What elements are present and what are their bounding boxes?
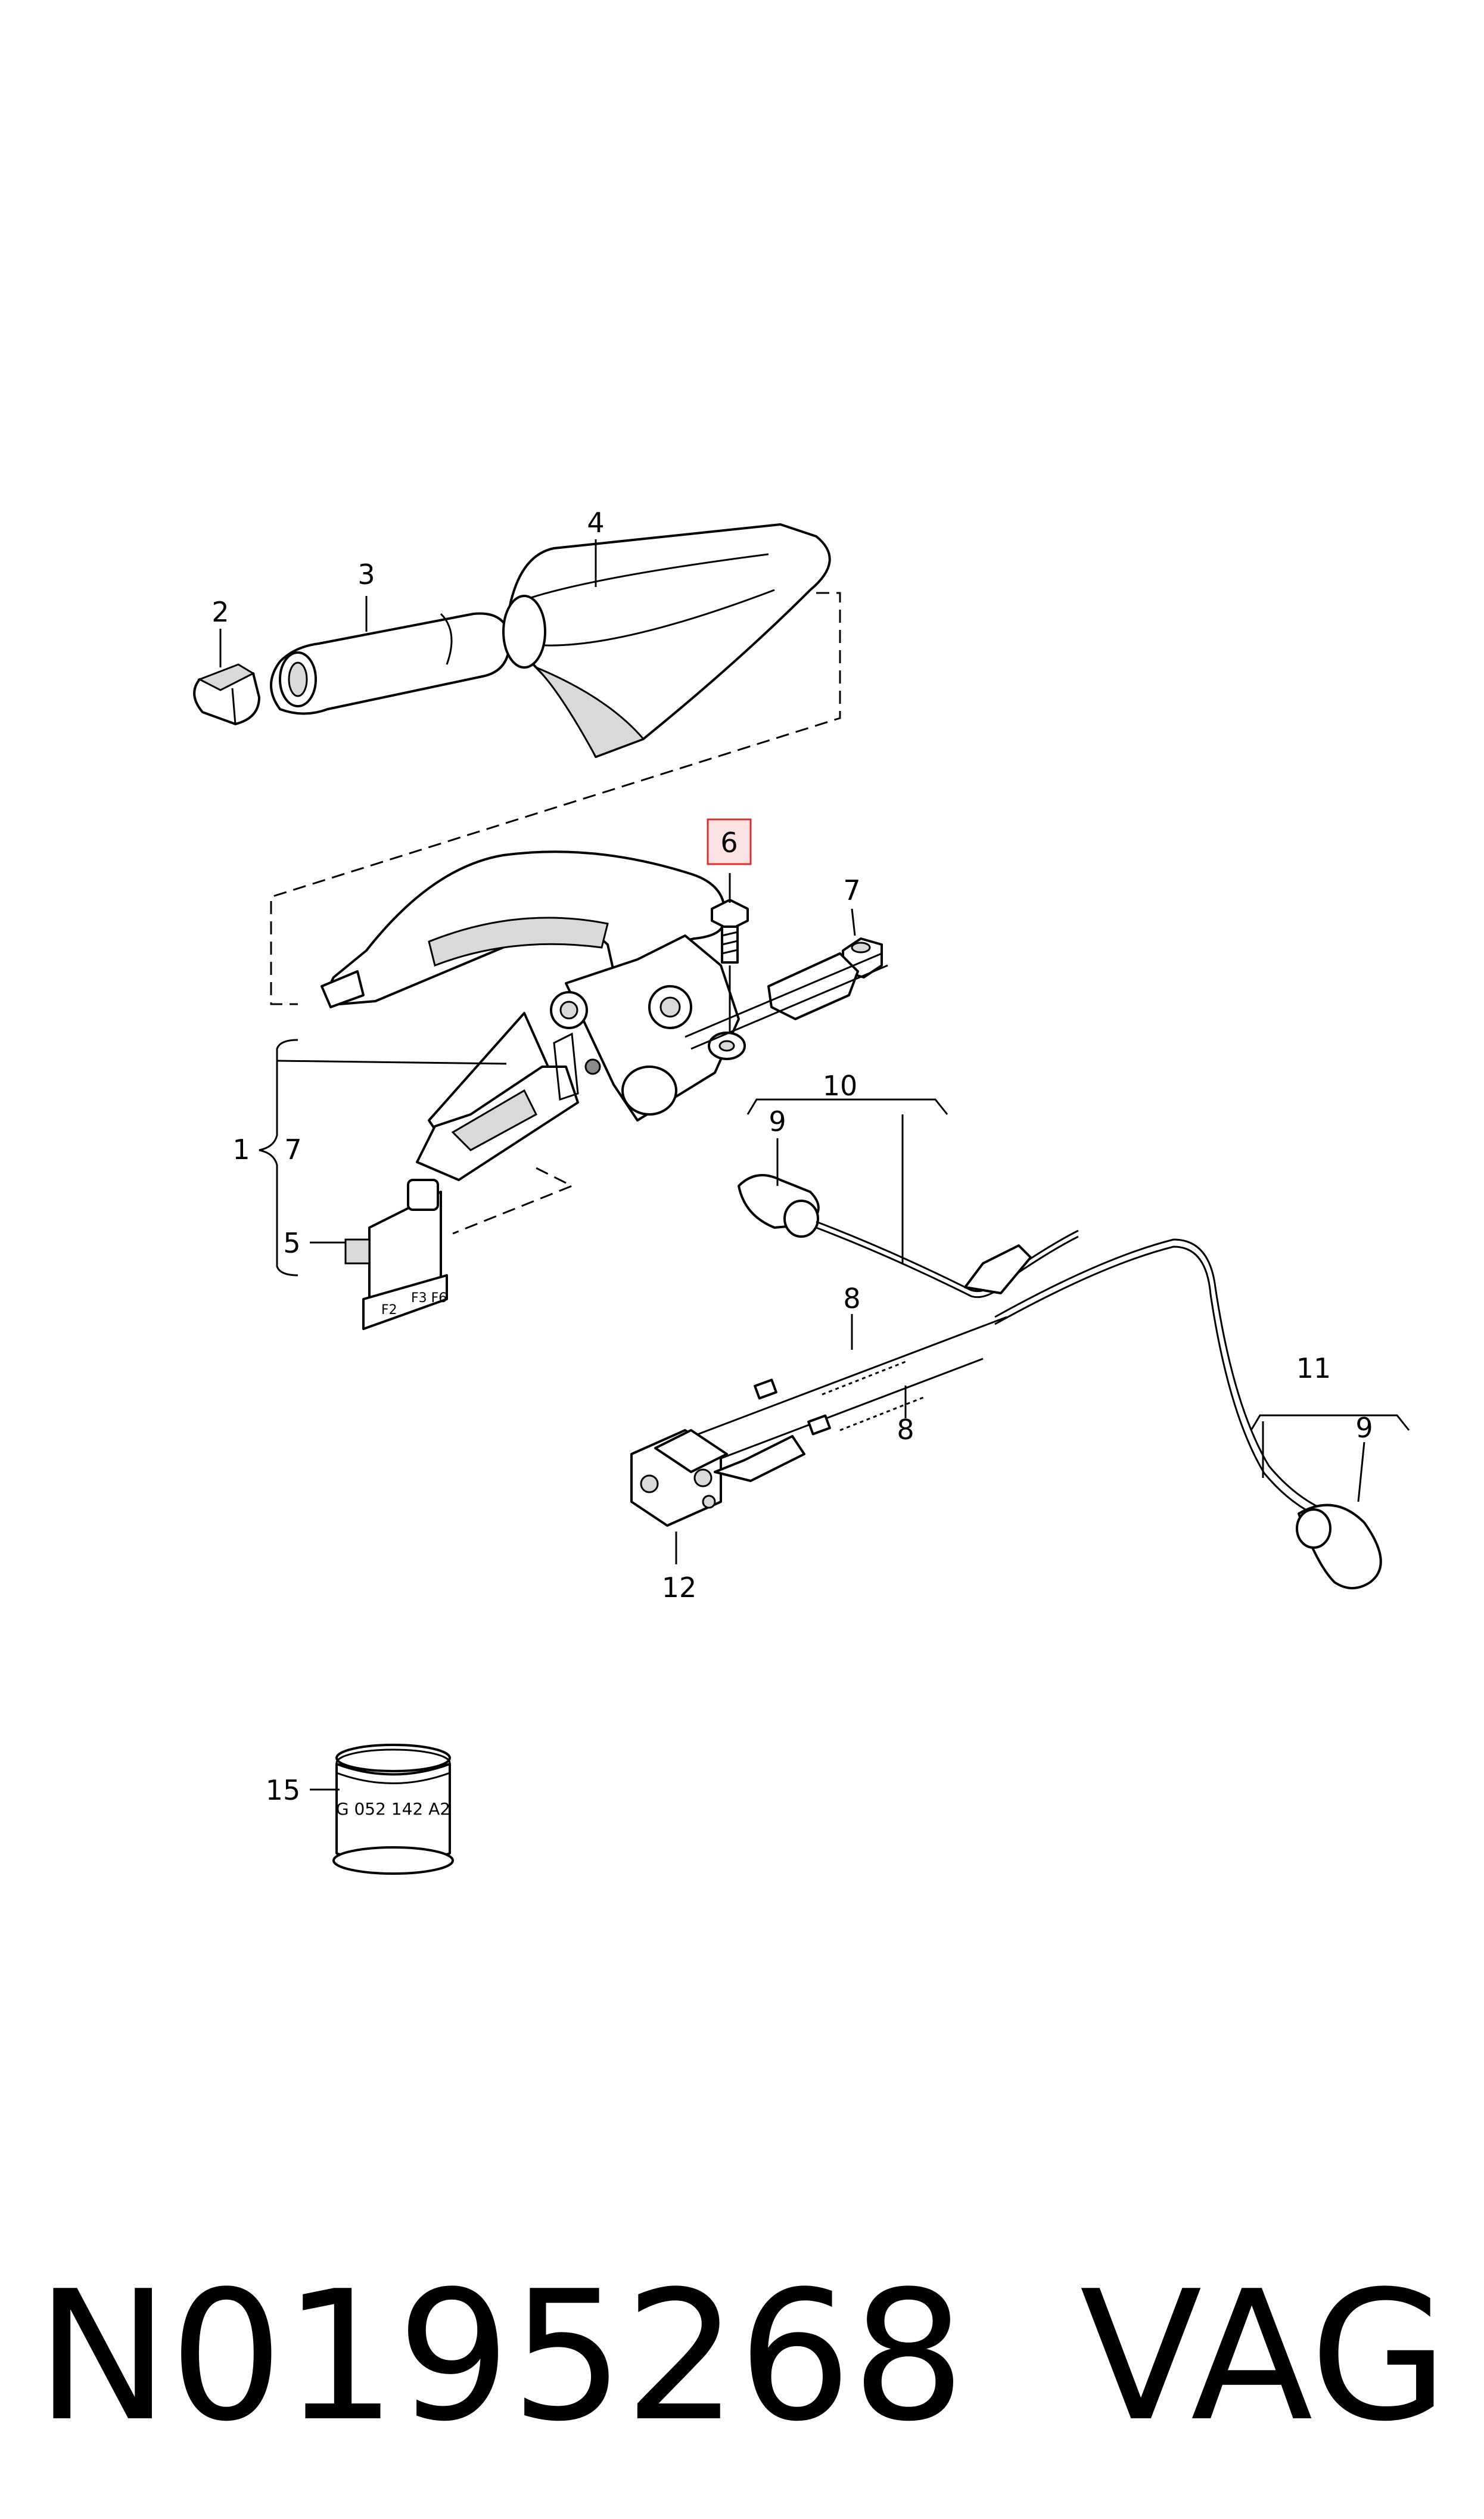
callout-7-nut[interactable]: 7 bbox=[843, 874, 860, 906]
callout-5[interactable]: 5 bbox=[283, 1227, 300, 1259]
cable-guide-housing bbox=[630, 1429, 805, 1527]
callout-3[interactable]: 3 bbox=[357, 558, 375, 591]
inner-brake-cables bbox=[661, 1316, 1007, 1473]
bolt-part-6 bbox=[711, 899, 749, 964]
callout-7-bracket[interactable]: 7 bbox=[284, 1133, 301, 1166]
part-number: N0195268 bbox=[36, 2253, 966, 2461]
callout-labels: 2 3 4 6 7 10 9 1 7 5 8 8 11 9 12 15 bbox=[211, 507, 1373, 1806]
switch-marking-f2: F2 bbox=[381, 1303, 397, 1318]
end-cap-part bbox=[193, 663, 260, 725]
cable-equalizer-bracket bbox=[685, 952, 888, 1050]
leader-lines bbox=[219, 539, 1410, 1791]
lever-boot-part bbox=[502, 523, 831, 758]
callout-8-upper[interactable]: 8 bbox=[843, 1282, 860, 1315]
washer-part bbox=[708, 1032, 746, 1060]
callout-2[interactable]: 2 bbox=[211, 596, 229, 628]
rear-brake-cable-right bbox=[994, 1238, 1382, 1589]
callout-9-left[interactable]: 9 bbox=[769, 1105, 786, 1138]
callout-12[interactable]: 12 bbox=[662, 1571, 697, 1604]
assembly-boundary-upper bbox=[270, 592, 841, 1005]
switch-marking-f3f6: F3 F6 bbox=[411, 1291, 447, 1306]
highlight-box bbox=[707, 818, 752, 865]
footer-bar: N0195268 VAG bbox=[36, 2259, 1448, 2455]
callout-8-lower[interactable]: 8 bbox=[897, 1414, 914, 1446]
rear-brake-cable-left bbox=[738, 1174, 1079, 1299]
callout-6[interactable]: 6 bbox=[720, 827, 738, 859]
hand-brake-switch-part: F2 F3 F6 bbox=[344, 1179, 448, 1330]
callout-10[interactable]: 10 bbox=[823, 1070, 858, 1102]
grease-tube-part: G 052 142 A2 bbox=[332, 1744, 454, 1875]
brand-name: VAG bbox=[1079, 2253, 1448, 2461]
hand-brake-lever-assembly bbox=[321, 850, 740, 1181]
callout-9-right[interactable]: 9 bbox=[1355, 1412, 1373, 1444]
callout-4[interactable]: 4 bbox=[587, 507, 604, 539]
tube-label: G 052 142 A2 bbox=[336, 1799, 450, 1819]
callout-1[interactable]: 1 bbox=[232, 1133, 250, 1166]
handle-grip-part bbox=[270, 612, 511, 715]
callout-11[interactable]: 11 bbox=[1296, 1352, 1331, 1384]
callout-15[interactable]: 15 bbox=[266, 1774, 301, 1806]
assembly-boundary-lower bbox=[452, 1167, 574, 1235]
